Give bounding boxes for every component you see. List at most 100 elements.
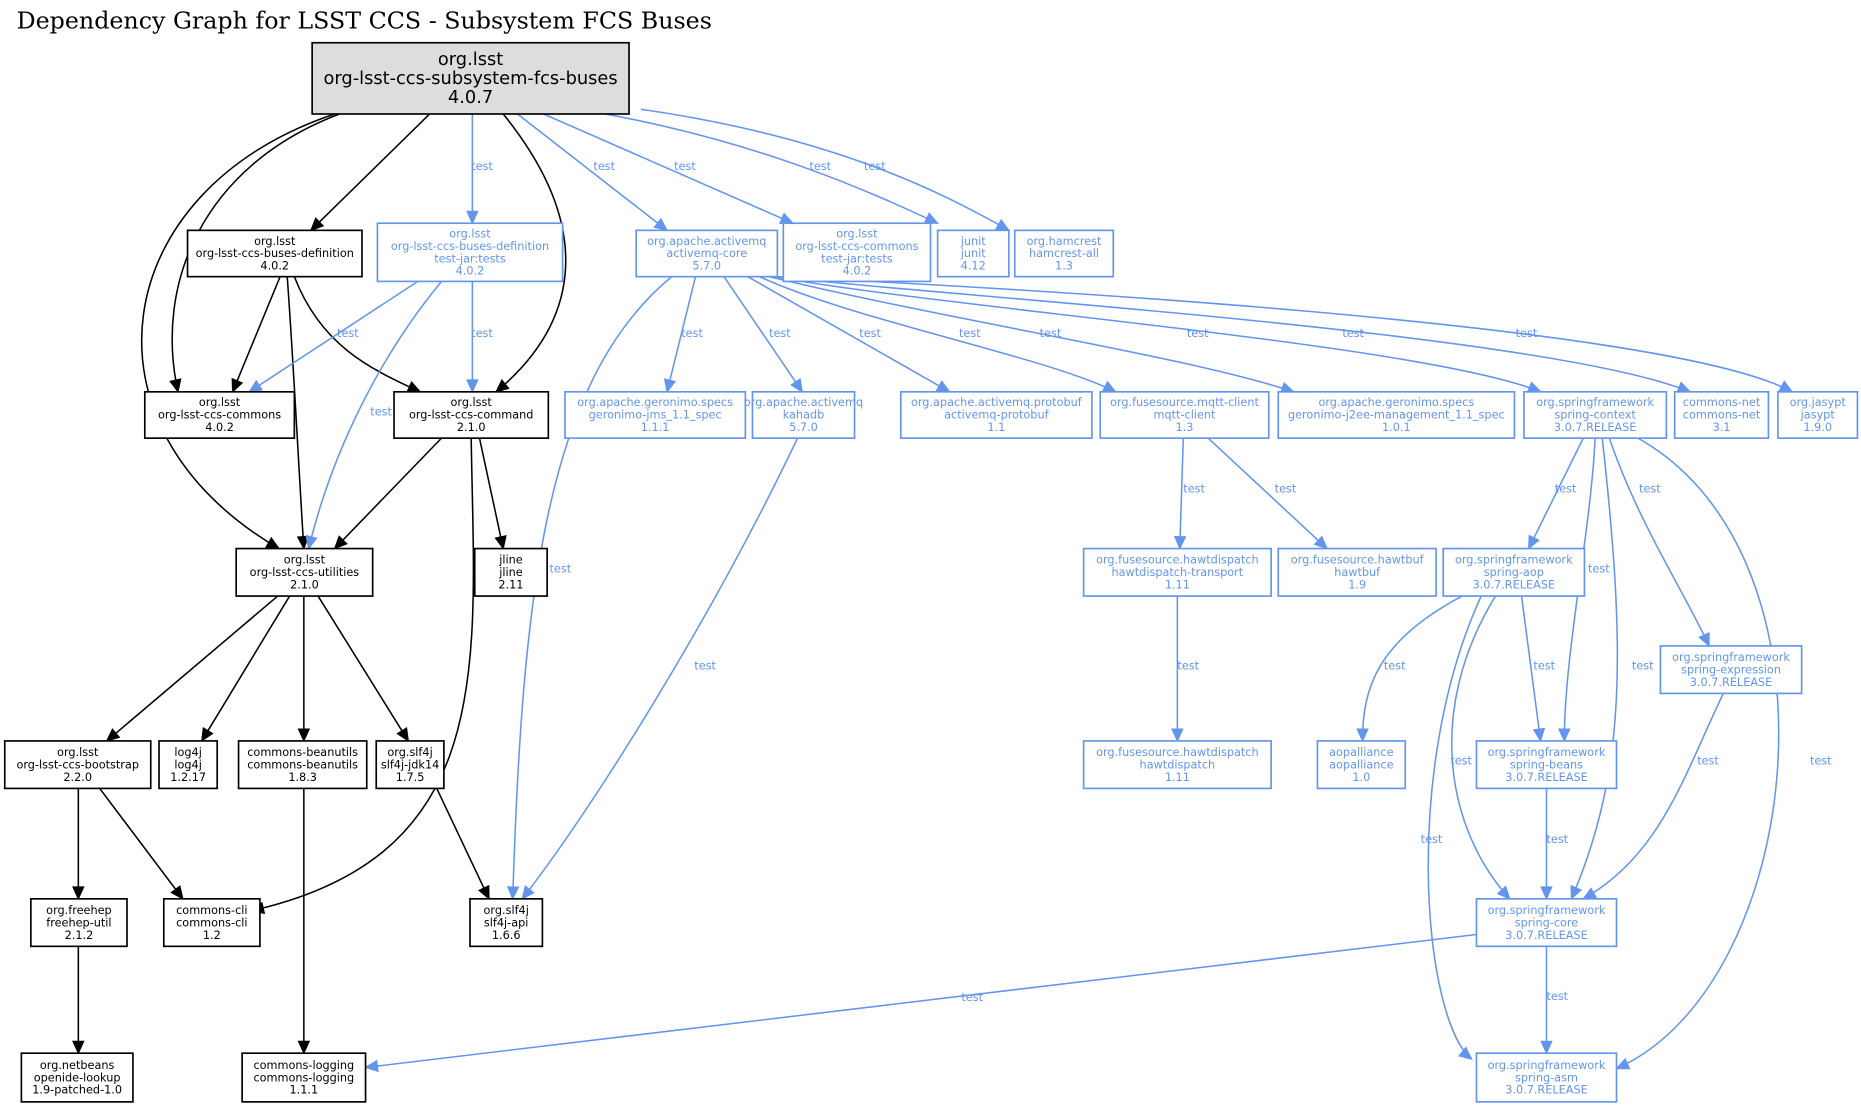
edge-line <box>317 595 409 742</box>
node-box <box>1013 229 1115 278</box>
arrowhead-icon <box>1171 728 1184 743</box>
node-box <box>143 390 296 439</box>
node-group-id: org.slf4j <box>387 746 432 759</box>
node-version: 5.7.0 <box>692 260 721 273</box>
arrowhead-icon <box>653 217 669 232</box>
node-version: 1.9 <box>1348 579 1366 592</box>
node-group-id: commons-logging <box>253 1059 354 1072</box>
arrowhead-icon <box>1558 728 1571 743</box>
edge-line <box>334 437 443 550</box>
edge-line <box>251 438 475 912</box>
node-artifact-id: spring-asm <box>1515 1071 1578 1084</box>
node-version: 2.11 <box>498 579 523 592</box>
node-version: 1.1.1 <box>641 421 670 434</box>
edge-ccs-command-to-jline <box>478 437 507 550</box>
arrowhead-icon <box>72 1040 85 1055</box>
node-artifact-id: commons-cli <box>176 916 247 929</box>
node-activemq-protobuf: org.apache.activemq.protobufactivemq-pro… <box>899 390 1093 439</box>
edge-ccs-utilities-to-log4j <box>201 595 291 743</box>
node-box <box>469 898 544 948</box>
node-spring-asm: org.springframeworkspring-asm3.0.7.RELEA… <box>1475 1052 1618 1103</box>
node-buses-def-tests: org.lsstorg-lsst-ccs-buses-definitiontes… <box>376 222 564 283</box>
node-box <box>1475 740 1618 790</box>
edge-label: test <box>1546 833 1568 846</box>
arrowhead-icon <box>466 210 479 225</box>
arrowhead-icon <box>1540 1040 1553 1055</box>
node-version: 3.0.7.RELEASE <box>1505 929 1588 942</box>
arrowhead-icon <box>105 728 121 742</box>
edge-kahadb-to-slf4j-api: test <box>521 437 799 900</box>
edge-label: test <box>1555 483 1577 496</box>
node-box <box>1659 645 1803 695</box>
edge-root-to-hamcrest: test <box>640 108 1011 232</box>
edge-spring-context-to-spring-aop: test <box>1527 437 1584 550</box>
edge-line <box>1178 438 1185 549</box>
node-group-id: org.fusesource.hawtbuf <box>1291 554 1425 567</box>
node-version: 1.11 <box>1165 579 1190 592</box>
node-group-id: org.springframework <box>1536 396 1654 409</box>
arrowhead-icon <box>1526 381 1542 393</box>
edge-label: test <box>1384 660 1406 673</box>
arrowhead-icon <box>309 217 325 232</box>
node-version: 1.3 <box>1176 421 1194 434</box>
node-group-id: junit <box>960 235 987 248</box>
edge-activemq-core-to-geronimo-j2ee: test <box>768 275 1296 394</box>
node-group-id: commons-net <box>1683 396 1761 409</box>
edge-line <box>1450 595 1511 900</box>
node-version: 1.2.17 <box>170 771 206 784</box>
edge-line <box>286 276 305 549</box>
edge-label: test <box>681 327 703 340</box>
node-box <box>1316 740 1407 790</box>
edge-line <box>511 276 673 899</box>
node-artifact-id: slf4j-jdk14 <box>381 758 439 771</box>
node-box <box>158 740 219 790</box>
node-artifact-id: org-lsst-ccs-subsystem-fcs-buses <box>324 68 618 89</box>
edge-label: test <box>1516 327 1538 340</box>
edge-label: test <box>1342 327 1364 340</box>
node-artifact-id: spring-beans <box>1510 758 1583 771</box>
edge-line <box>1207 437 1328 550</box>
edge-line <box>759 275 1116 393</box>
edge-buses-def-to-ccs-commons <box>231 276 281 394</box>
edge-label: test <box>959 327 981 340</box>
edge-spring-aop-to-aopalliance: test <box>1356 595 1463 743</box>
arrowhead-icon <box>396 727 410 743</box>
node-artifact-id: spring-core <box>1515 916 1579 929</box>
node-version: 3.0.7.RELEASE <box>1505 771 1588 784</box>
node-box <box>375 740 445 790</box>
node-group-id: org.slf4j <box>484 904 529 917</box>
edge-line <box>307 280 443 549</box>
edge-line <box>640 108 1010 232</box>
node-artifact-id: geronimo-j2ee-management_1.1_spec <box>1288 409 1505 422</box>
node-artifact-id: org-lsst-ccs-utilities <box>250 566 360 579</box>
node-box <box>1475 1052 1618 1103</box>
arrowhead-icon <box>1540 886 1553 901</box>
edge-line <box>1608 437 1710 647</box>
node-root: org.lsstorg-lsst-ccs-subsystem-fcs-buses… <box>311 41 630 115</box>
edge-buses-def-to-ccs-utilities <box>286 276 310 551</box>
node-hawtdispatch-transport: org.fusesource.hawtdispatchhawtdispatch-… <box>1082 547 1272 597</box>
arrowhead-icon <box>231 377 244 394</box>
node-group-id: log4j <box>174 746 201 759</box>
node-spring-expression: org.springframeworkspring-expression3.0.… <box>1659 645 1803 695</box>
node-box <box>311 41 630 115</box>
arrowhead-icon <box>994 218 1011 232</box>
edge-line <box>605 113 938 224</box>
arrowhead-icon <box>790 378 804 394</box>
node-artifact-id: junit <box>960 247 987 260</box>
node-box <box>376 222 564 283</box>
edge-line <box>140 113 335 550</box>
node-spring-context: org.springframeworkspring-context3.0.7.R… <box>1523 390 1668 439</box>
edge-root-to-commons-tests: test <box>543 113 795 224</box>
edge-label: test <box>961 991 983 1004</box>
node-group-id: org.netbeans <box>40 1059 115 1072</box>
node-version: 4.0.2 <box>205 421 234 434</box>
node-group-id: org.springframework <box>1488 904 1606 917</box>
node-version: 3.0.7.RELEASE <box>1554 421 1637 434</box>
